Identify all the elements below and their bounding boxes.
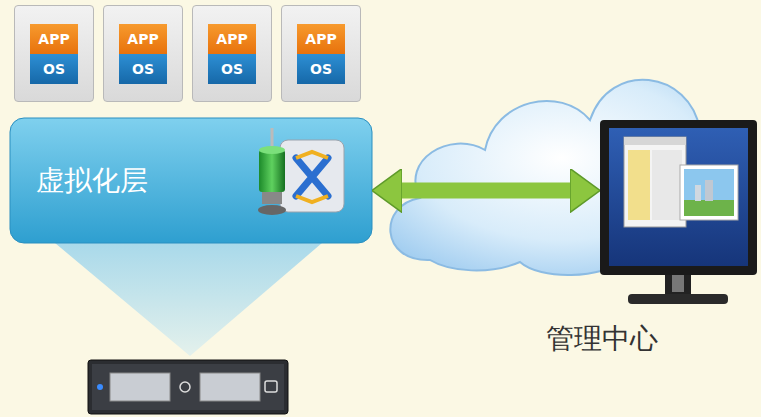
vm-tile: APPOS (281, 5, 361, 102)
server (88, 360, 288, 414)
management-agent-icon (258, 128, 344, 215)
box-label: 管理中心 (546, 320, 658, 358)
tile-label: OS (208, 54, 256, 84)
tile-label: APP (297, 24, 345, 54)
projection-beam (55, 243, 322, 356)
box-label: 虚拟化层 (36, 162, 148, 200)
virtualization-layer: 虚拟化层 (10, 118, 372, 243)
sync-arrow (396, 183, 576, 199)
vm-tile: APPOS (14, 5, 94, 102)
tile-label: APP (208, 24, 256, 54)
vm-tile: APPOS (192, 5, 272, 102)
tile-label: APP (30, 24, 78, 54)
vm-tile: APPOS (103, 5, 183, 102)
layer-box (10, 118, 372, 243)
tile-label: OS (297, 54, 345, 84)
management-center: 管理中心 (600, 120, 757, 275)
tile-label: APP (119, 24, 167, 54)
monitor (600, 120, 757, 304)
tile-label: OS (30, 54, 78, 84)
tile-label: OS (119, 54, 167, 84)
